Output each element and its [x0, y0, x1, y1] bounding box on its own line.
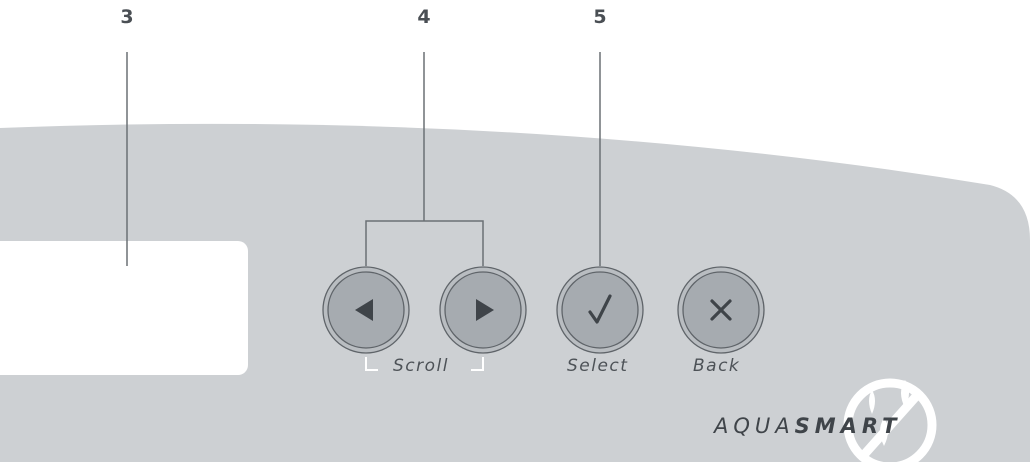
callout-4-leader: [365, 52, 484, 266]
water-drops-icon: [843, 378, 937, 462]
brand-bold: SMART: [794, 414, 902, 438]
triangle-right-icon: [476, 299, 494, 321]
scroll-left-button[interactable]: [322, 266, 410, 354]
callout-4: 4: [417, 6, 431, 28]
select-label: Select: [567, 356, 629, 376]
scroll-bracket-right: [471, 357, 484, 371]
display-screen: [0, 241, 248, 375]
brand-wordmark: AQUASMART: [714, 414, 901, 438]
back-label: Back: [693, 356, 741, 376]
triangle-left-icon: [355, 299, 373, 321]
brand-light: AQUA: [714, 414, 795, 438]
scroll-label: Scroll: [393, 356, 449, 376]
scroll-right-button[interactable]: [439, 266, 527, 354]
scroll-bracket-left: [365, 357, 378, 371]
close-icon: [710, 299, 732, 321]
check-icon: [588, 294, 612, 324]
select-button[interactable]: [556, 266, 644, 354]
callout-5: 5: [593, 6, 607, 28]
back-button[interactable]: [677, 266, 765, 354]
callout-3: 3: [120, 6, 134, 28]
